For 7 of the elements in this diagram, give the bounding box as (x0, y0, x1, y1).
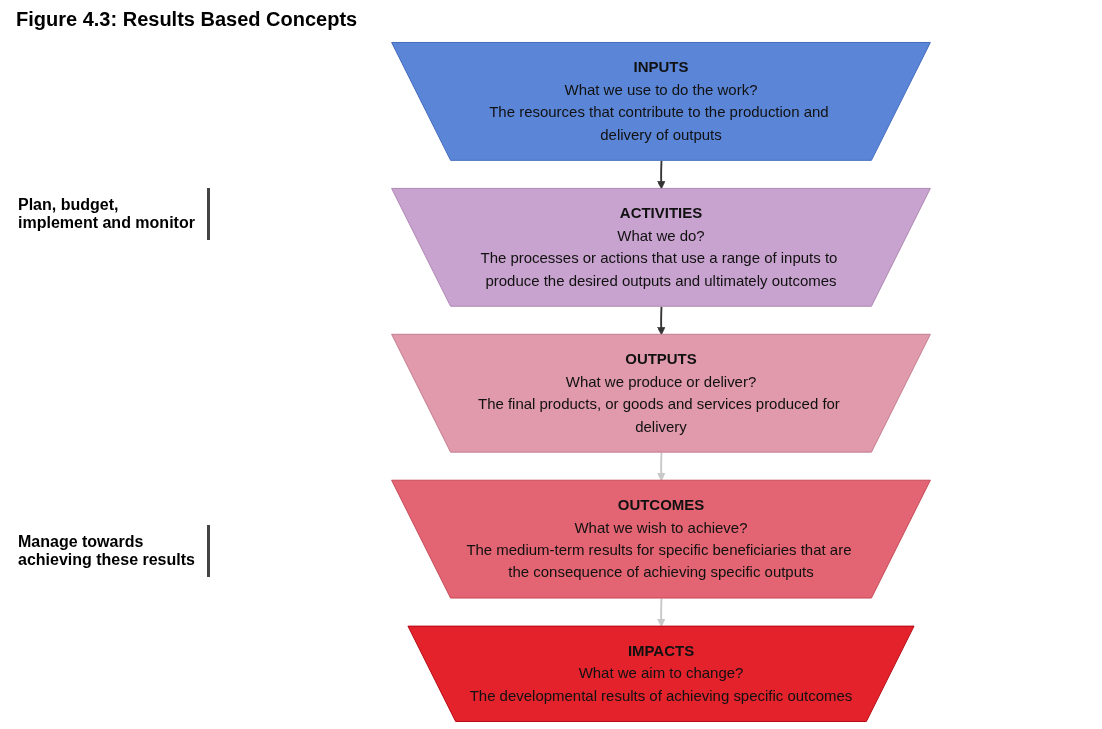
bracket-label: Manage towards achieving these results (10, 524, 210, 577)
arrow (657, 305, 666, 336)
bracket-label: Plan, budget, implement and monitor (10, 187, 210, 240)
arrow (657, 597, 666, 627)
arrow (657, 451, 666, 482)
figure-title: Figure 4.3: Results Based Concepts (16, 8, 359, 31)
arrow (657, 159, 666, 190)
